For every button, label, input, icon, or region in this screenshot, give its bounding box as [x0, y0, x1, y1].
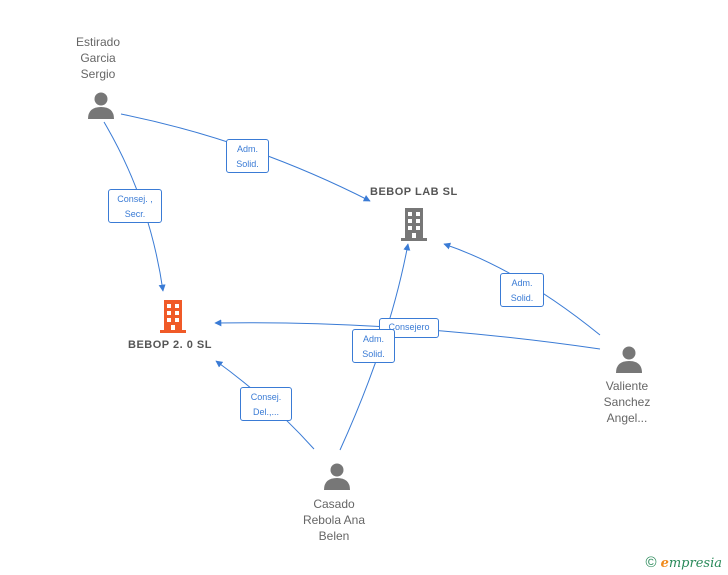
- building-icon[interactable]: [157, 298, 189, 334]
- footer-brand: ©empresia: [646, 554, 722, 571]
- relation-label-casado-bebop-20[interactable]: Consej. Del.,...: [240, 387, 292, 421]
- relation-label-valiente-bebop-lab[interactable]: Adm. Solid.: [500, 273, 544, 307]
- person-icon[interactable]: [86, 90, 116, 120]
- person-label-estirado[interactable]: Estirado Garcia Sergio: [75, 35, 121, 81]
- brand-logo: empresia: [660, 556, 722, 571]
- person-label-valiente[interactable]: Valiente Sanchez Angel...: [603, 379, 651, 425]
- relation-label-estirado-bebop-20[interactable]: Consej. , Secr.: [108, 189, 162, 223]
- building-icon[interactable]: [398, 206, 430, 242]
- company-label-bebop-lab[interactable]: BEBOP LAB SL: [370, 186, 458, 198]
- copyright-symbol: ©: [645, 554, 657, 571]
- relation-label-estirado-bebop-lab[interactable]: Adm. Solid.: [226, 139, 269, 173]
- person-icon[interactable]: [614, 344, 644, 374]
- person-icon[interactable]: [322, 461, 352, 491]
- person-label-casado[interactable]: Casado Rebola Ana Belen: [302, 497, 366, 543]
- company-label-bebop-20[interactable]: BEBOP 2. 0 SL: [128, 339, 212, 351]
- relation-label-casado-bebop-lab[interactable]: Adm. Solid.: [352, 329, 395, 363]
